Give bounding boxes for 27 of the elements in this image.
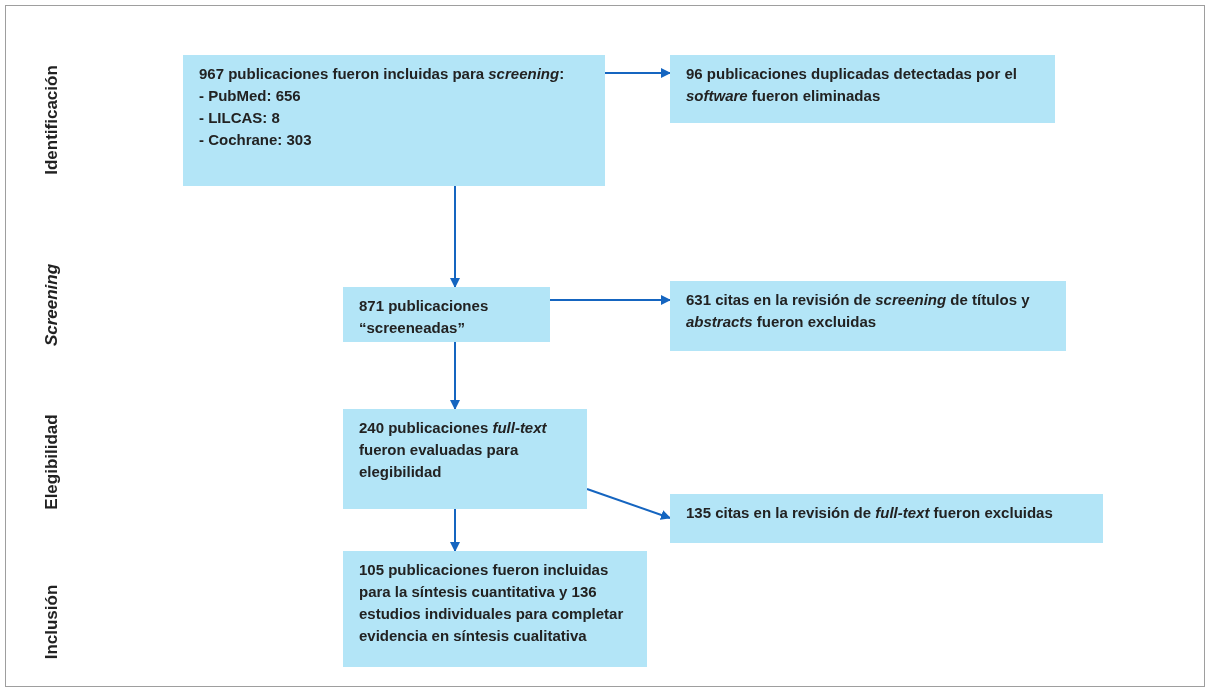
box-text: 96 publicaciones duplicadas detectadas por el software fueron eliminadas [686, 64, 1018, 106]
box-text: 135 citas en la revisión de full-text fueron excluidas [686, 503, 1054, 523]
process-box [343, 551, 647, 667]
arrow [450, 341, 460, 410]
box-text: 967 publicaciones fueron incluidas para screening: [199, 64, 566, 84]
box-text: 871 publicaciones “screeneadas” [359, 296, 490, 338]
phase-label: Screening [41, 263, 63, 347]
arrow [450, 185, 460, 288]
box-text: - PubMed: 656 [199, 86, 302, 106]
arrow [604, 68, 671, 78]
phase-label: Elegibilidad [41, 414, 63, 510]
process-box [183, 55, 605, 186]
phase-label: Identificación [41, 65, 63, 175]
arrow [549, 295, 671, 305]
phase-label: Inclusión [41, 584, 63, 660]
arrow [450, 508, 460, 552]
process-box [343, 287, 550, 342]
process-box [670, 281, 1066, 351]
box-text: 631 citas en la revisión de screening de títulos y abstracts fueron excluidas [686, 290, 1031, 332]
box-text: 240 publicaciones full-text fueron evaluadas para elegibilidad [359, 418, 548, 482]
process-box [670, 55, 1055, 123]
arrow [586, 488, 671, 520]
process-box [670, 494, 1103, 543]
box-text: - LILCAS: 8 [199, 108, 281, 128]
box-text: - Cochrane: 303 [199, 130, 313, 150]
process-box [343, 409, 587, 509]
box-text: 105 publicaciones fueron incluidas para la síntesis cuantitativa y 136 estudios individuales para completar evidencia en síntesis cualitativa [359, 560, 625, 646]
